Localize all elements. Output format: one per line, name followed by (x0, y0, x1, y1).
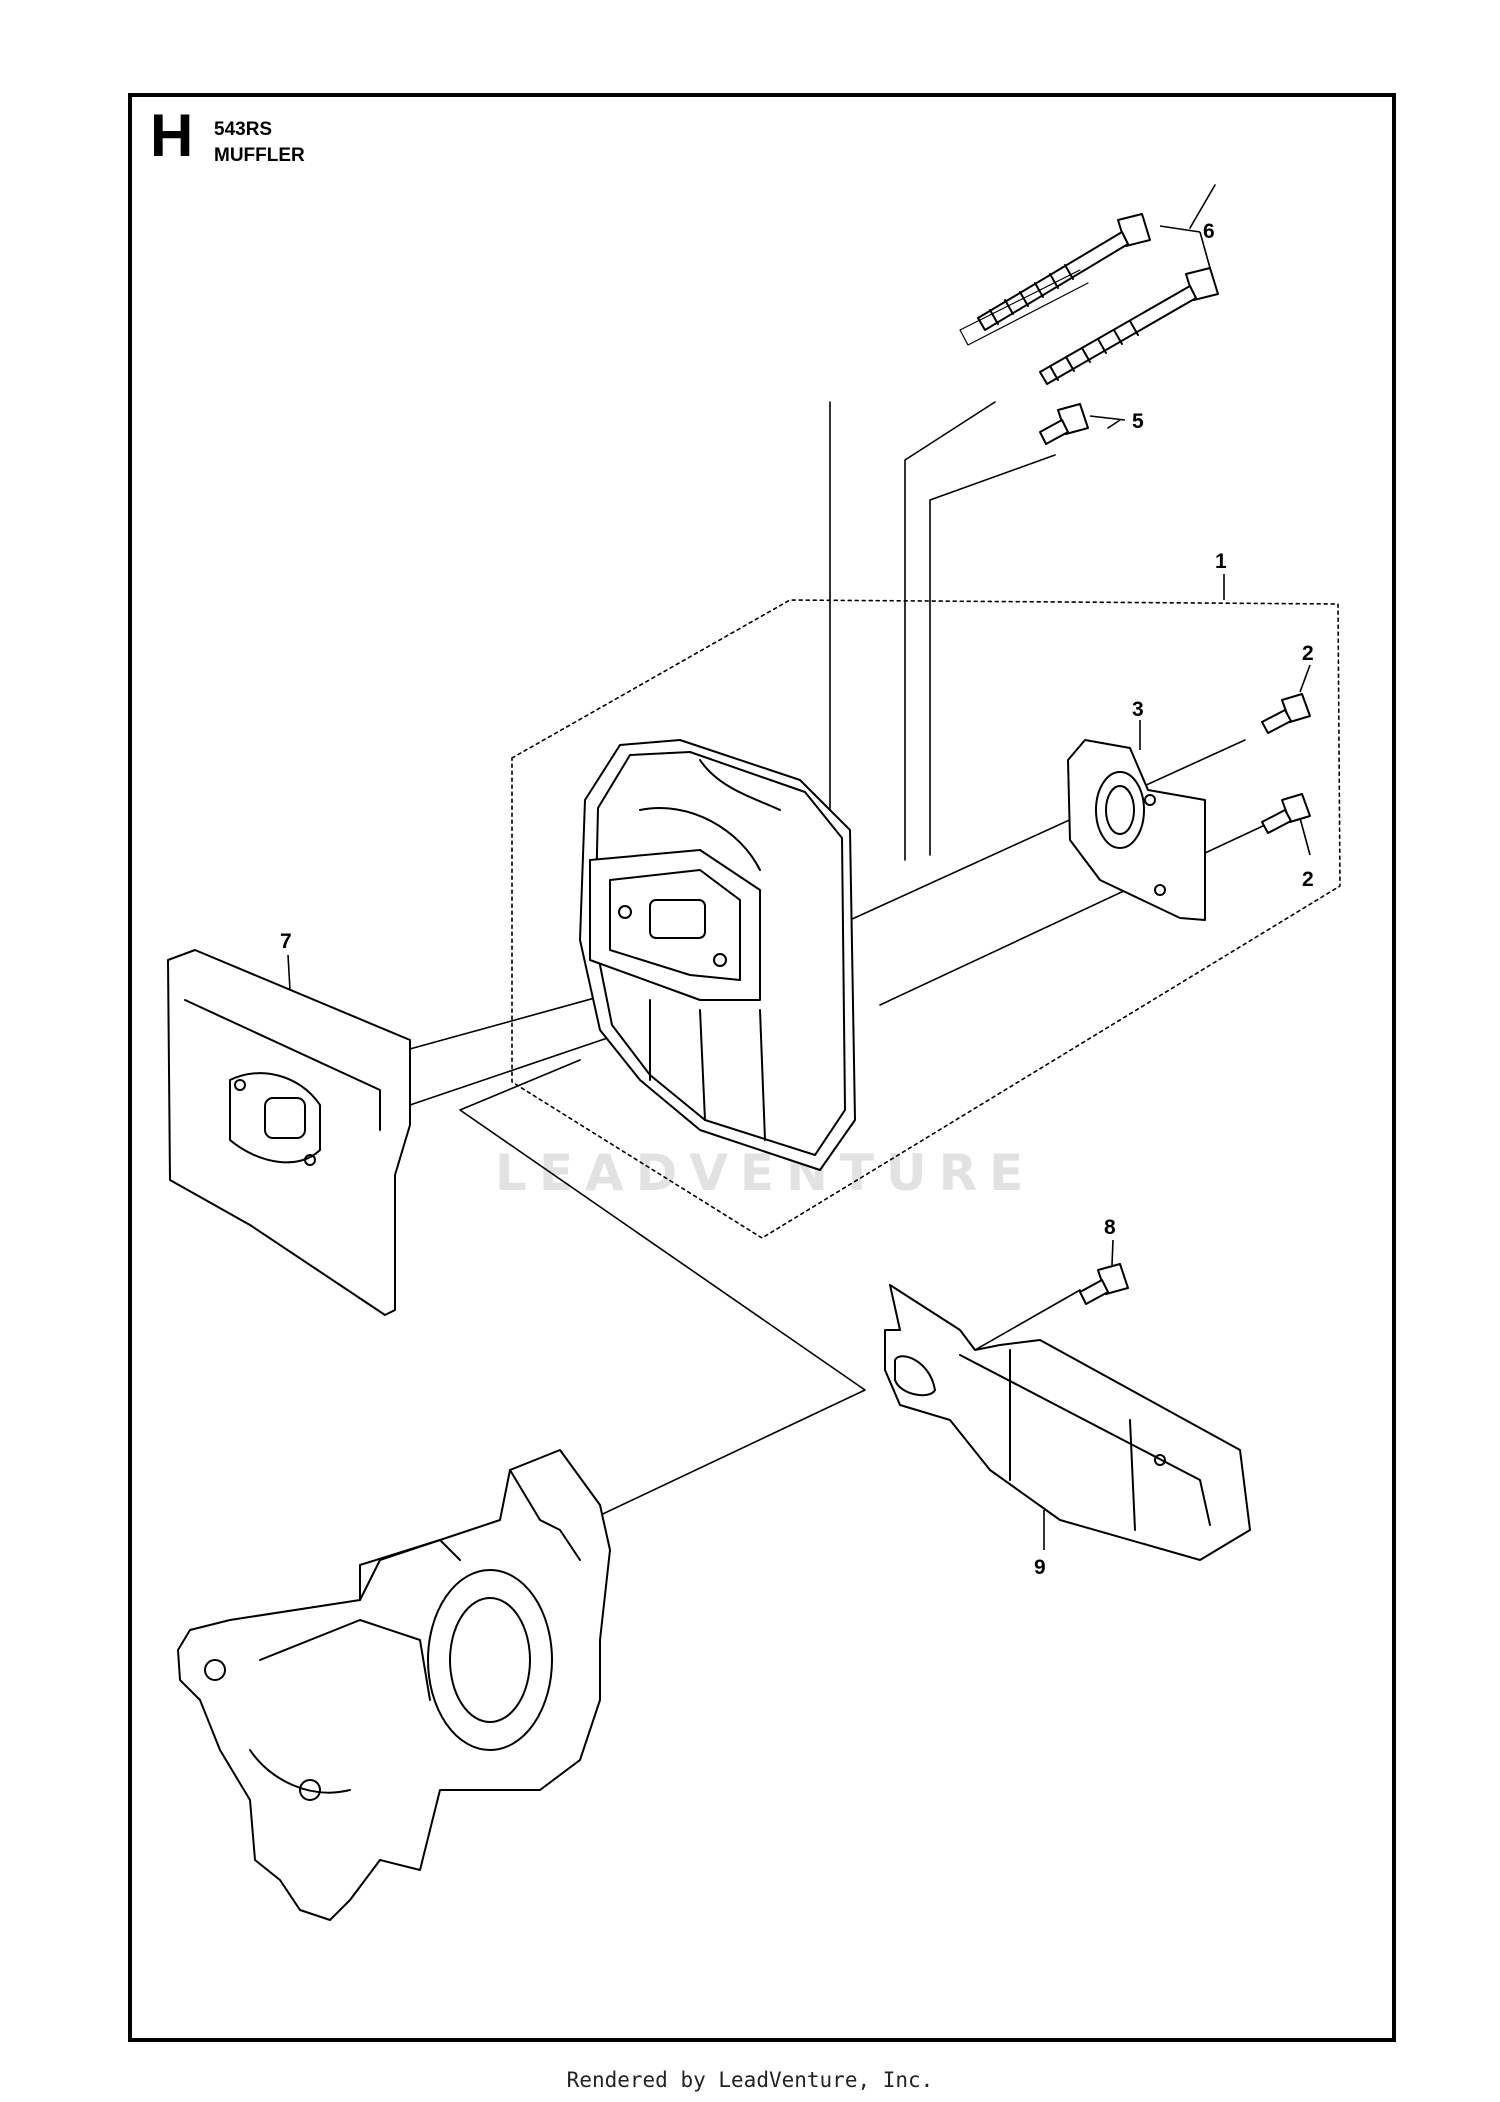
diagram-frame (128, 93, 1396, 2042)
footer-credit: Rendered by LeadVenture, Inc. (566, 2068, 934, 2092)
muffler-cover (884, 1284, 1251, 1561)
callout-leaders (287, 225, 1311, 1550)
model-number: 543RS (214, 119, 273, 140)
callout-9: 9 (1034, 1556, 1046, 1579)
section-title: MUFFLER (214, 145, 305, 166)
heat-shield-plate (167, 949, 411, 1316)
muffler-body (579, 739, 856, 1171)
callout-3: 3 (1132, 698, 1144, 721)
section-letter: H (150, 102, 194, 169)
callout-8: 8 (1104, 1216, 1116, 1239)
muffler-gasket-plate (1067, 739, 1206, 921)
bolt-long-1 (959, 213, 1151, 346)
screw-2-lower (1261, 793, 1311, 834)
bolt-short-5 (1039, 403, 1089, 445)
muffler-assembly-outline (511, 599, 1341, 1239)
callout-1: 1 (1215, 550, 1227, 573)
bolt-long-2 (1039, 267, 1219, 385)
screw-8 (1079, 1263, 1129, 1305)
callout-2-upper: 2 (1302, 642, 1314, 665)
callout-2-lower: 2 (1302, 868, 1314, 891)
callout-5: 5 (1132, 410, 1144, 433)
callout-6: 6 (1203, 220, 1215, 243)
watermark: LEADVENTURE (495, 1144, 1035, 1202)
callout-7: 7 (280, 930, 292, 953)
engine-crankcase (177, 1449, 611, 1921)
screw-2-upper (1261, 693, 1311, 734)
